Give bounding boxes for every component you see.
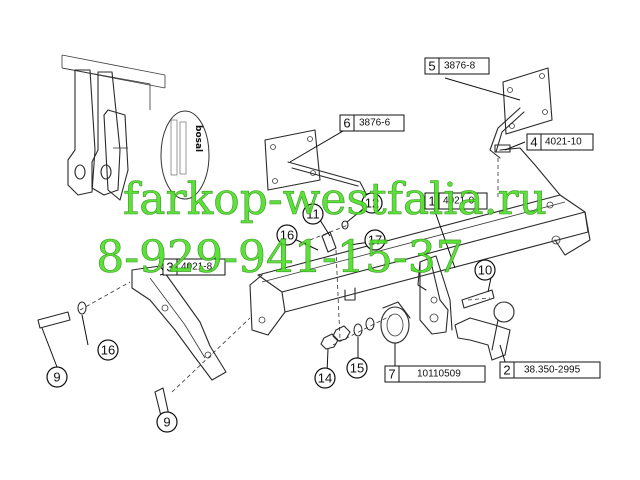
inset-vehicle-frame — [61, 54, 166, 201]
assembly-guide-lines — [79, 158, 499, 393]
washer-12 — [341, 220, 349, 230]
nut-14a — [320, 333, 339, 350]
bolt-4 — [494, 144, 511, 153]
washer-left — [77, 301, 87, 315]
callout-part-1: 1 4021-0 — [424, 192, 488, 210]
bubble-16a-label: 16 — [280, 228, 294, 243]
bubble-17-label: 17 — [368, 233, 382, 248]
bubble-9b: 9 — [156, 411, 178, 433]
fasteners — [37, 144, 511, 425]
mounting-plate-5 — [489, 67, 553, 159]
watermark-phone: 8-929-941-15-37 — [96, 232, 463, 283]
crossbar-main-beam — [249, 147, 591, 336]
watermark-site: farkop-westfalia.ru — [123, 174, 547, 225]
ball-mount-bracket — [417, 255, 453, 335]
callout-part-4: 4 4021-10 — [526, 133, 594, 151]
bubble-16a: 16 — [276, 224, 298, 246]
type-label-plate: bosal — [160, 110, 210, 200]
part-4-code: 4021-10 — [545, 137, 582, 148]
nut-14b — [332, 325, 351, 342]
callout-part-2: 2 38.350-2995 — [499, 361, 601, 379]
part-7-code: 10110509 — [417, 369, 461, 380]
part-3-code: 4021-8 — [181, 262, 213, 273]
part-6-number: 6 — [343, 116, 350, 131]
side-bracket-3 — [131, 265, 227, 381]
bubble-16b-label: 16 — [101, 343, 115, 358]
part-7-number: 7 — [388, 367, 395, 382]
washer-15b — [365, 317, 375, 331]
bubble-14-label: 14 — [318, 371, 332, 386]
part-3-number: 3 — [166, 260, 173, 275]
bubble-9a-label: 9 — [53, 370, 60, 385]
tow-ball-neck-2 — [454, 301, 515, 361]
callout-part-6: 6 3876-6 — [339, 114, 405, 132]
bubble-11-label: 11 — [306, 207, 320, 222]
bolt-10 — [461, 289, 495, 309]
socket-plate-7 — [380, 301, 411, 344]
bubble-12: 12 — [361, 192, 383, 214]
bubble-10-label: 10 — [478, 263, 492, 278]
bubble-12-label: 12 — [365, 196, 379, 211]
part-1-code: 4021-0 — [443, 196, 475, 207]
bubble-11: 11 — [302, 203, 324, 225]
part-1-number: 1 — [428, 194, 435, 209]
bubble-9b-label: 9 — [163, 415, 170, 430]
bubble-10: 10 — [474, 259, 496, 281]
bubble-16b: 16 — [97, 339, 119, 361]
callout-part-7: 7 10110509 — [384, 365, 486, 383]
part-5-number: 5 — [428, 59, 435, 74]
plate-brand: bosal — [193, 125, 203, 152]
washer-15a — [353, 323, 363, 337]
part-2-code: 38.350-2995 — [524, 365, 581, 376]
bubble-14: 14 — [314, 367, 336, 389]
callout-part-3: 3 4021-8 — [162, 258, 226, 276]
part-5-code: 3876-8 — [444, 61, 476, 72]
part-2-number: 2 — [503, 363, 510, 378]
bolt-11 — [321, 231, 337, 253]
bubble-15: 15 — [346, 357, 368, 379]
mounting-plate-6 — [264, 129, 373, 206]
part-6-code: 3876-6 — [359, 118, 391, 129]
bolt-left — [37, 311, 71, 329]
bubble-17: 17 — [364, 229, 386, 251]
bubble-15-label: 15 — [350, 361, 364, 376]
bubble-9a: 9 — [46, 366, 68, 388]
callout-part-5: 5 3876-8 — [424, 57, 490, 75]
part-4-number: 4 — [530, 135, 537, 150]
